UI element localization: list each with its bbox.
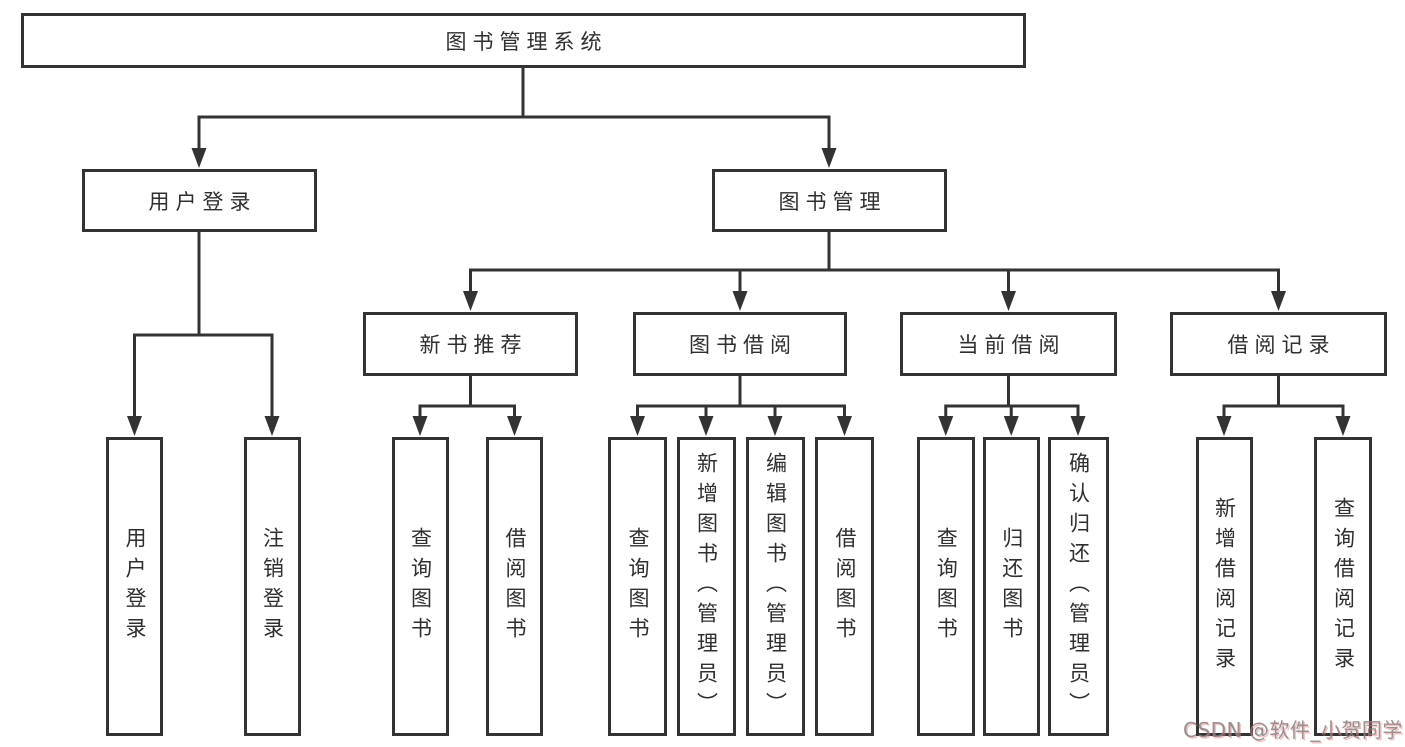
leaf-label: 查询借阅记录	[1331, 496, 1356, 677]
csdn-watermark: CSDN @软件_小贺同学	[1183, 718, 1403, 742]
node-label: 当前借阅	[957, 333, 1066, 357]
leaf-nb-query-books: 查询图书	[391, 437, 449, 736]
leaf-label: 用户登录	[123, 526, 147, 647]
leaf-label: 新增图书（管理员）	[694, 451, 719, 722]
leaf-br-add-record: 新增借阅记录	[1195, 437, 1253, 736]
node-borrow-records: 借阅记录	[1170, 312, 1387, 376]
node-label: 新书推荐	[419, 333, 528, 357]
leaf-user-login: 用户登录	[106, 437, 163, 736]
leaf-label: 注销登录	[260, 526, 285, 647]
leaf-label: 编辑图书（管理员）	[763, 451, 788, 722]
node-library-management-system: 图书管理系统	[21, 13, 1026, 68]
leaf-label: 借阅图书	[503, 526, 527, 647]
leaf-logout: 注销登录	[243, 437, 301, 736]
node-label: 图书借阅	[689, 333, 797, 357]
leaf-label: 确认归还（管理员）	[1066, 451, 1091, 722]
node-user-login: 用户登录	[82, 169, 317, 232]
node-new-book-recommend: 新书推荐	[363, 312, 578, 376]
leaf-bb-query-books: 查询图书	[608, 437, 667, 736]
node-label: 借阅记录	[1227, 333, 1336, 357]
leaf-cb-confirm-return-admin: 确认归还（管理员）	[1047, 437, 1109, 736]
leaf-bb-edit-books-admin: 编辑图书（管理员）	[745, 437, 805, 736]
leaf-label: 查询图书	[408, 526, 433, 647]
leaf-label: 查询图书	[934, 526, 959, 647]
node-label: 图书管理系统	[445, 29, 608, 54]
leaf-label: 新增借阅记录	[1212, 496, 1237, 677]
leaf-cb-return-books: 归还图书	[982, 437, 1040, 736]
leaf-bb-borrow-books: 借阅图书	[815, 437, 874, 736]
node-current-borrow: 当前借阅	[900, 312, 1117, 376]
leaf-bb-add-books-admin: 新增图书（管理员）	[676, 437, 736, 736]
node-label: 用户登录	[148, 189, 257, 214]
node-book-management: 图书管理	[712, 169, 947, 232]
node-book-borrow: 图书借阅	[633, 312, 847, 376]
leaf-br-query-record: 查询借阅记录	[1314, 437, 1372, 736]
leaf-label: 查询图书	[626, 526, 650, 647]
leaf-cb-query-books: 查询图书	[916, 437, 975, 736]
leaf-nb-borrow-books: 借阅图书	[486, 437, 543, 736]
node-label: 图书管理	[778, 189, 887, 214]
leaf-label: 归还图书	[999, 526, 1024, 647]
leaf-label: 借阅图书	[833, 526, 857, 647]
